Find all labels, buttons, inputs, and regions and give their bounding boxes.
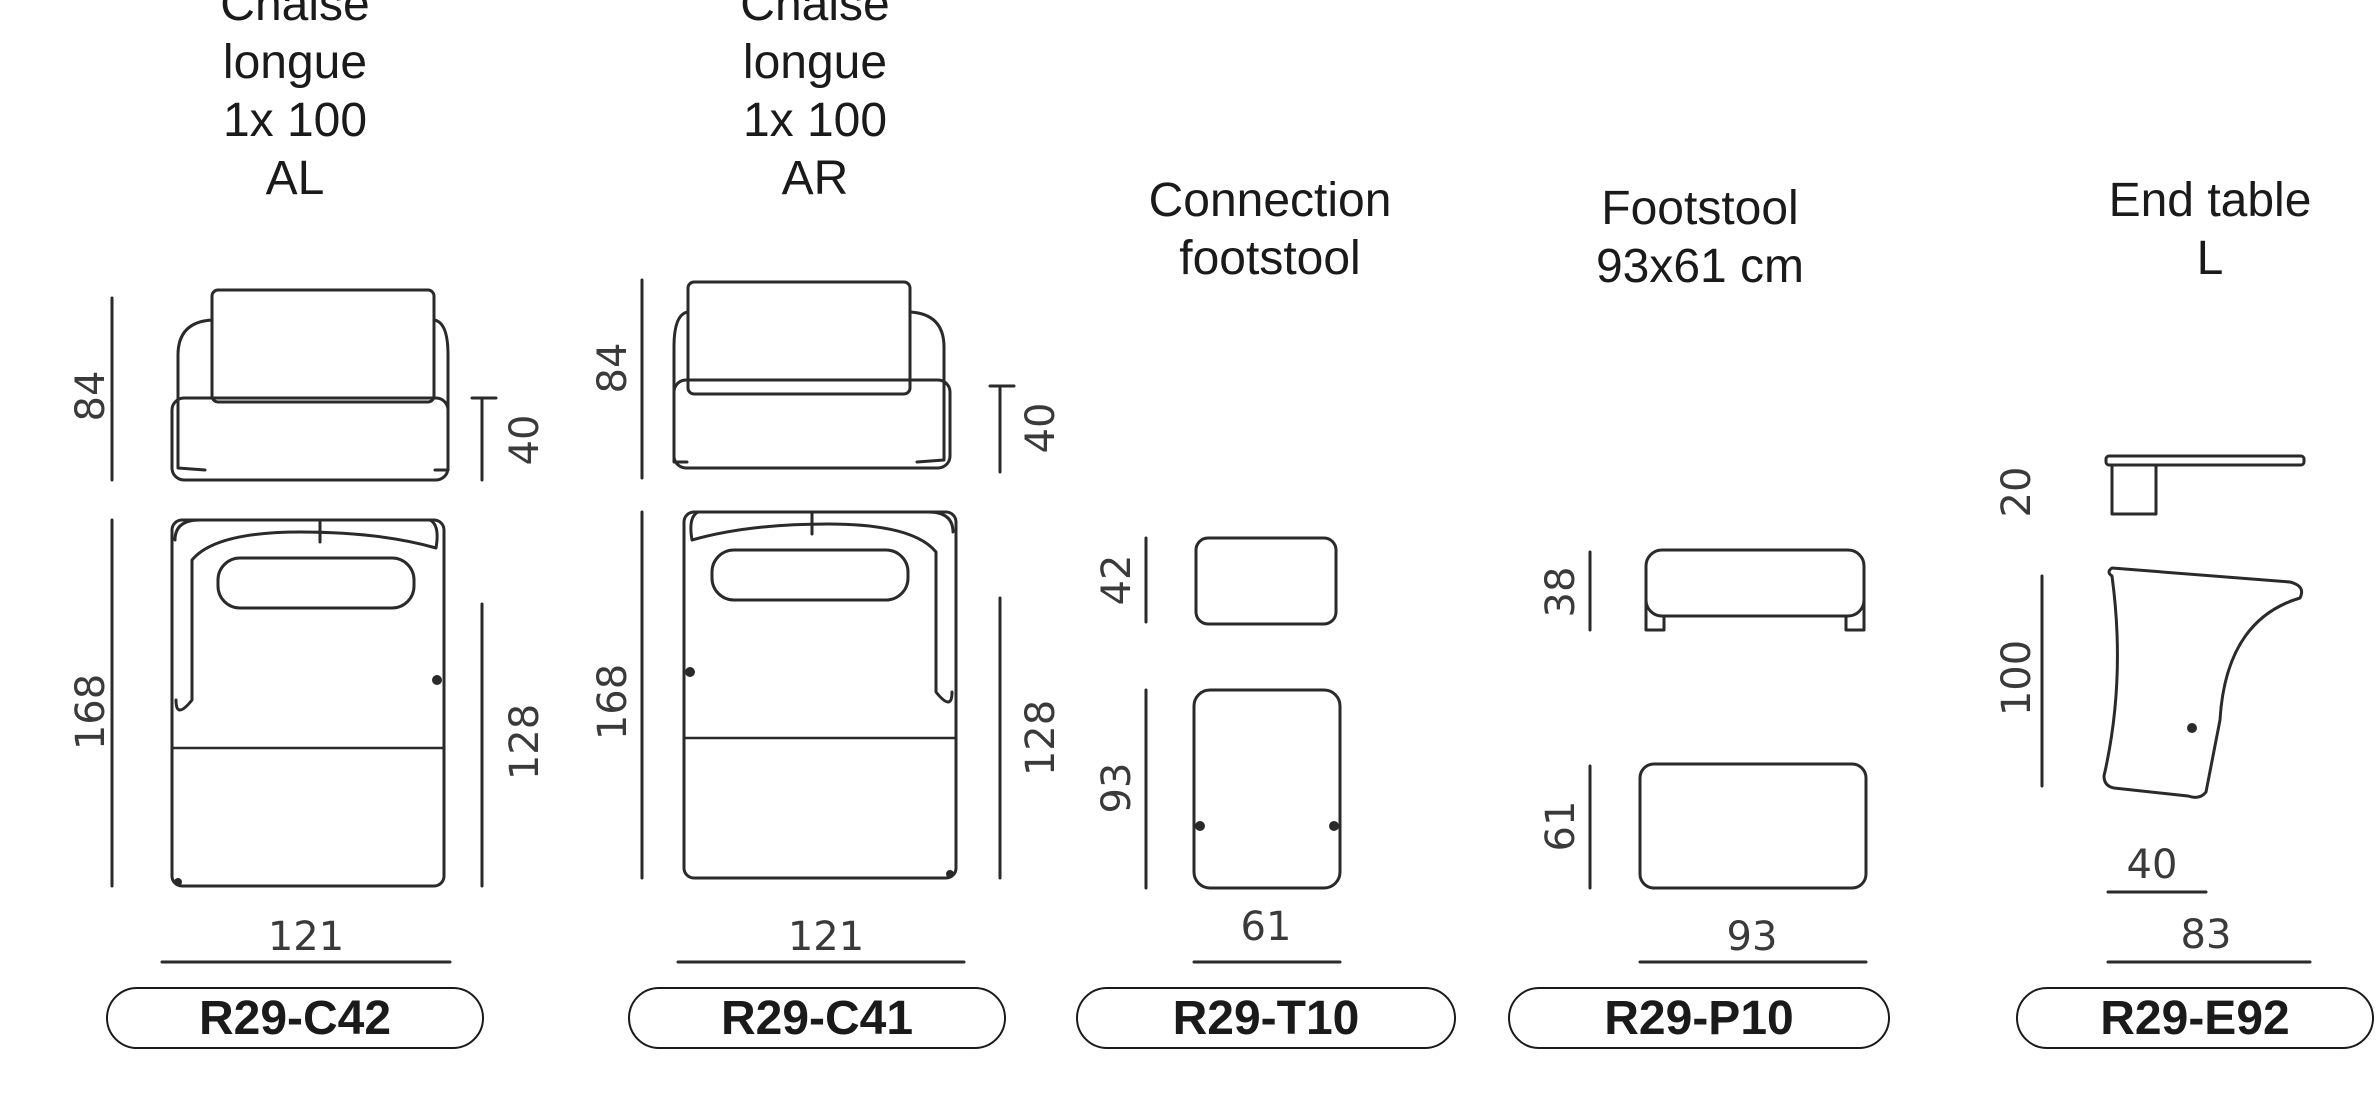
- dim-c41-width: 121: [788, 914, 864, 960]
- dim-p10-depth: 61: [1538, 801, 1584, 852]
- drawing-c42: [110, 288, 498, 964]
- plan-view-p10: [1638, 762, 1868, 890]
- module-title-t10: Connection footstool: [1148, 174, 1392, 285]
- module-title-c42: Chaise longue 1x 100 AL: [220, 0, 370, 205]
- dim-c41-inner-depth: 128: [1018, 700, 1064, 776]
- dim-e92-height: 20: [1994, 467, 2040, 518]
- code-label-c41: R29-C41: [628, 987, 1006, 1049]
- dim-c41-depth: 168: [590, 664, 636, 740]
- drawing-t10: [1144, 536, 1342, 964]
- dim-p10-height: 38: [1538, 567, 1584, 618]
- dim-p10-width: 93: [1727, 914, 1778, 960]
- plan-view-e92: [2102, 566, 2304, 799]
- dim-e92-depth: 100: [1994, 640, 2040, 716]
- code-label-t10: R29-T10: [1076, 987, 1456, 1049]
- drawing-c41: [640, 278, 1016, 964]
- dim-c42-inner-depth: 128: [502, 704, 548, 780]
- dim-c42-seat-height: 40: [502, 415, 548, 466]
- plan-view-t10: [1192, 688, 1342, 890]
- dim-e92-width: 83: [2181, 912, 2232, 958]
- front-view-t10: [1194, 536, 1338, 626]
- dim-c42-top-height: 84: [68, 371, 114, 422]
- dim-c41-top-height: 84: [590, 343, 636, 394]
- dim-e92-top-width: 40: [2127, 842, 2178, 888]
- dim-t10-height: 42: [1094, 555, 1140, 606]
- dim-c42-width: 121: [268, 914, 344, 960]
- code-label-e92: R29-E92: [2016, 987, 2374, 1049]
- plan-view-c41: [682, 510, 958, 880]
- module-title-p10: Footstool 93x61 cm: [1595, 182, 1805, 293]
- front-view-p10: [1644, 548, 1866, 632]
- dim-t10-width: 61: [1241, 904, 1292, 950]
- front-view-e92: [2104, 454, 2306, 516]
- dim-t10-depth: 93: [1094, 763, 1140, 814]
- code-label-c42: R29-C42: [106, 987, 484, 1049]
- drawing-e92: [2040, 454, 2312, 964]
- plan-view-c42: [170, 518, 446, 888]
- module-title-e92: End table L: [2108, 174, 2312, 285]
- front-view-c41: [672, 280, 952, 470]
- dim-c42-depth: 168: [68, 674, 114, 750]
- module-title-c41: Chaise longue 1x 100 AR: [740, 0, 890, 205]
- front-view-c42: [170, 288, 450, 482]
- dim-c41-seat-height: 40: [1018, 403, 1064, 454]
- code-label-p10: R29-P10: [1508, 987, 1890, 1049]
- drawing-p10: [1588, 548, 1868, 964]
